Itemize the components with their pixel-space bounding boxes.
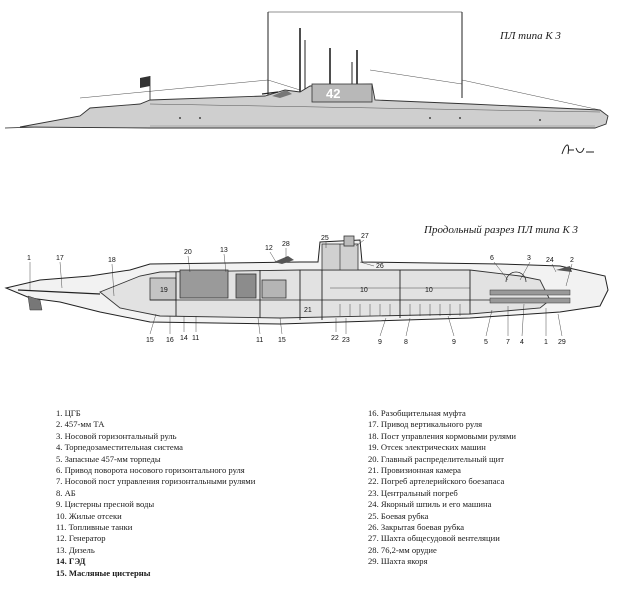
legend-item: 24. Якорный шпиль и его машина (368, 499, 492, 510)
legend-item: 23. Центральный погреб (368, 487, 458, 498)
legend-item: 3. Носовой горизонтальный руль (56, 430, 177, 441)
compartment-label-21: 21 (304, 307, 312, 314)
legend-item: 27. Шахта общесудовой вентеляции (368, 533, 500, 544)
callout: 23 (342, 337, 350, 344)
artist-signature (561, 144, 594, 155)
callout: 11 (256, 337, 263, 344)
callout: 25 (321, 235, 329, 242)
callout: 17 (56, 255, 64, 262)
compartment-label-10-aft: 10 (360, 287, 368, 294)
legend-item: 5. Запасные 457-мм торпеды (56, 453, 161, 464)
legend-item: 14. ГЭД (56, 556, 86, 567)
callout: 9 (378, 339, 382, 346)
section-view-title: Продольный разрез ПЛ типа К 3 (424, 224, 579, 236)
callout: 8 (404, 339, 408, 346)
callout: 18 (108, 257, 116, 264)
legend-item: 25. Боевая рубка (368, 510, 429, 521)
legend-item: 29. Шахта якоря (368, 556, 428, 567)
callout: 27 (361, 233, 369, 240)
legend-item: 13. Дизель (56, 544, 95, 555)
callout: 26 (376, 263, 384, 270)
callout: 29 (558, 339, 566, 346)
callout: 20 (184, 249, 192, 256)
legend-item: 9. Цистерны пресной воды (56, 499, 155, 510)
legend-item: 16. Разобщительная муфта (368, 408, 466, 418)
legend-item: 18. Пост управления кормовыми рулями (368, 430, 517, 441)
callout: 7 (506, 339, 510, 346)
callout: 6 (490, 255, 494, 262)
legend-item: 15. Масляные цистерны (56, 567, 151, 578)
callout: 5 (484, 339, 488, 346)
legend-item: 8. АБ (56, 487, 76, 498)
callout: 9 (452, 339, 456, 346)
compartment-label-19: 19 (160, 287, 168, 294)
legend-item: 22. Погреб артелерийского боезапаса (368, 476, 505, 487)
callout: 13 (220, 247, 228, 254)
legend-item: 28. 76,2-мм орудие (368, 544, 437, 555)
callout: 3 (527, 255, 531, 262)
profile-view (4, 11, 609, 129)
callout-numbers: 1 17 18 20 13 12 28 25 27 26 6 3 24 2 15… (27, 233, 574, 346)
legend-item: 11. Топливные танки (56, 522, 133, 533)
callout: 24 (546, 257, 554, 264)
legend-left-column: 1. ЦГБ 2. 457-мм ТА 3. Носовой горизонта… (56, 408, 255, 579)
callout: 16 (166, 337, 174, 344)
callout: 2 (570, 257, 574, 264)
callout: 22 (331, 335, 339, 342)
callout: 1 (544, 339, 548, 346)
callout: 12 (265, 245, 273, 252)
legend-item: 6. Привод поворота носового горизонтальн… (56, 465, 245, 476)
callout: 15 (278, 337, 286, 344)
callout: 14 (180, 335, 188, 342)
hull-number: 42 (326, 86, 340, 101)
compartment-label-10-fwd: 10 (425, 287, 433, 294)
callout: 4 (520, 339, 524, 346)
section-view (4, 235, 609, 337)
legend-item: 19. Отсек электрических машин (368, 442, 486, 453)
legend-item: 4. Торпедозаместительная система (56, 442, 183, 453)
legend-item: 10. Жилые отсеки (56, 510, 122, 521)
legend-item: 1. ЦГБ (56, 408, 81, 418)
callout: 15 (146, 337, 154, 344)
legend-right-column: 16. Разобщительная муфта 17. Привод верт… (368, 408, 516, 568)
legend-item: 7. Носовой пост управления горизонтальны… (56, 476, 256, 487)
callout: 1 (27, 255, 31, 262)
callout: 28 (282, 241, 290, 248)
legend-item: 21. Провизионная камера (368, 465, 461, 476)
legend-item: 12. Генератор (56, 533, 106, 544)
callout: 11 (192, 335, 199, 342)
top-view-title: ПЛ типа К 3 (500, 30, 561, 42)
legend-item: 17. Привод вертикального руля (368, 419, 483, 430)
legend-item: 26. Закрытая боевая рубка (368, 522, 465, 533)
legend-item: 20. Главный распределительный щит (368, 453, 504, 464)
legend-item: 2. 457-мм ТА (56, 419, 105, 430)
